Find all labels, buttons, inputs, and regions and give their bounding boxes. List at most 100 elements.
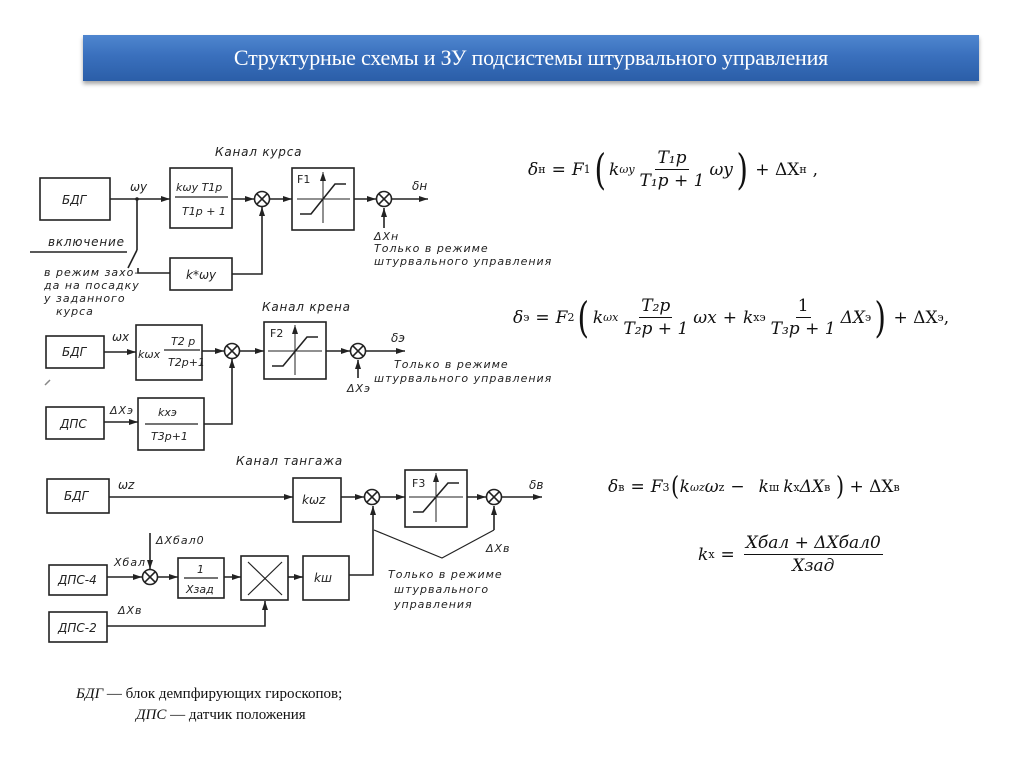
summing-junction-bal [141,568,159,586]
eq-num: T₁p [655,148,689,170]
dps2-block-label: ДПС-2 [57,621,97,635]
eq-func: F [555,307,568,328]
eq-lhs: δ [608,477,619,497]
eq-gain-2-sub: xэ [753,311,766,324]
dps-block-roll [45,406,105,440]
eq-end: , [943,307,950,328]
yaw-channel-label: Канал курса [215,145,302,159]
eq-gain-2: k [742,307,754,328]
eq-num: Xбал + ΔXбал0 [743,533,883,555]
pitch-gain-label: kωz [302,493,326,507]
eq-lhs: δ [528,159,539,180]
k-sh-block [302,555,350,601]
eq-func: F [650,477,663,497]
eq-equals: = [720,544,735,565]
eq-den-2: T₃p + 1 [770,319,836,339]
roll-filter-gain: kωx [138,348,161,361]
eq-equals: = [551,159,566,180]
eq-func-sub: 2 [567,311,575,324]
eq-var: ΔX [799,477,825,497]
eq-lhs-sub: н [538,163,546,176]
eq-num-2: 1 [795,296,811,318]
eq-lhs: k [698,544,709,565]
eq-tail: + ΔX [755,159,800,180]
roll-second-filter-den: T3p+1 [151,430,188,443]
eq-paren-close: ) [836,472,845,502]
bdg-block-pitch-label: БДГ [64,489,90,503]
eq-tail-sub: н [799,163,807,176]
pitch-note-line-1: Только в режиме [388,568,503,581]
switch-contact [127,249,138,269]
dps4-block-label: ДПС-4 [57,573,97,587]
signal-x-bal: Xбал [113,556,146,569]
output-delta-v: δв [529,478,543,492]
summing-junction-pitch-2 [485,488,503,506]
yaw-channel: Канал курса БДГ ωy включение в режим зах… [30,145,552,318]
summing-junction-yaw-1 [253,190,271,208]
yaw-note-line-2: штурвального управления [374,255,552,268]
eq-func: F [571,159,584,180]
eq-gain-1-sub: ωx [603,311,619,324]
signal-delta-x-bal0: ΔXбал0 [155,534,205,547]
eq-gain-3-sub: x [793,480,800,494]
f1-saturation-curve [300,183,346,215]
ksh-to-sum-line [349,506,376,576]
eq-func-sub: 1 [583,163,591,176]
output-delta-e: δэ [391,331,405,345]
legend-abbr-dps: ДПС [136,707,167,723]
roll-filter-block [135,324,203,381]
eq-omega-sub: z [718,480,725,494]
switch-note-line-3: у заданного [43,292,126,305]
pitch-channel-label: Канал тангажа [236,454,343,468]
yaw-note-line-1: Только в режиме [374,242,489,255]
k-sh-label: kш [314,571,332,585]
eq-var-2: ΔX [840,307,865,328]
page-title: Структурные схемы и ЗУ подсистемы штурва… [233,45,829,70]
f2-label: F2 [270,327,283,340]
yaw-filter-num: kωy T1p [176,181,222,194]
eq-tail-sub: э [937,311,944,324]
eq-gain-2-sub: ш [768,480,780,494]
eq-tail: + ΔX [849,477,894,497]
eq-paren-close: ) [736,144,748,194]
signal-omega-y: ωy [130,180,148,194]
eq-paren-close: ) [874,292,887,342]
switch-label: включение [48,235,125,249]
switch-to-gain-line [137,268,170,274]
eq-paren-open: ( [594,144,606,194]
f3-saturation-curve [413,482,459,513]
legend-line-1: БДГ — блок демпфирующих гироскопов; [76,686,342,703]
yaw-gain-block [169,257,233,291]
eq-den: Xзад [792,556,835,576]
disturbance-label: ΔXв [485,542,511,555]
bdg-block-yaw [39,177,111,221]
roll-filter-den: T2p+1 [168,356,205,369]
inverse-num: 1 [197,563,204,576]
eq-equals: = [630,477,645,497]
bdg-block-roll [45,335,105,369]
eq-var-2-sub: э [864,311,872,324]
roll-note-line-1: Только в режиме [394,358,509,371]
pitch-gain-block [292,477,342,523]
pitch-note-line-2: штурвального [394,583,489,596]
eq-plus: + [722,307,737,328]
signal-omega-x: ωx [112,330,130,344]
eq-gain-sub: ωy [619,163,635,176]
gain-to-sum-line [232,207,265,275]
signal-delta-x-v: ΔXв [117,604,143,617]
dps2-to-multiplier-line [107,601,268,627]
disturbance-label: ΔXн [373,230,399,243]
legend-line-2: ДПС — датчик положения [136,707,306,724]
yaw-gain-label: k*ωy [186,268,217,282]
dps2-block [48,611,108,643]
eq-lhs: δ [513,307,524,328]
summing-junction-pitch-1 [363,488,381,506]
multiplier-block [240,555,289,601]
note-pointer-lines [373,529,495,559]
eq-var-sub: в [824,480,831,494]
eq-gain-1: k [679,477,690,497]
